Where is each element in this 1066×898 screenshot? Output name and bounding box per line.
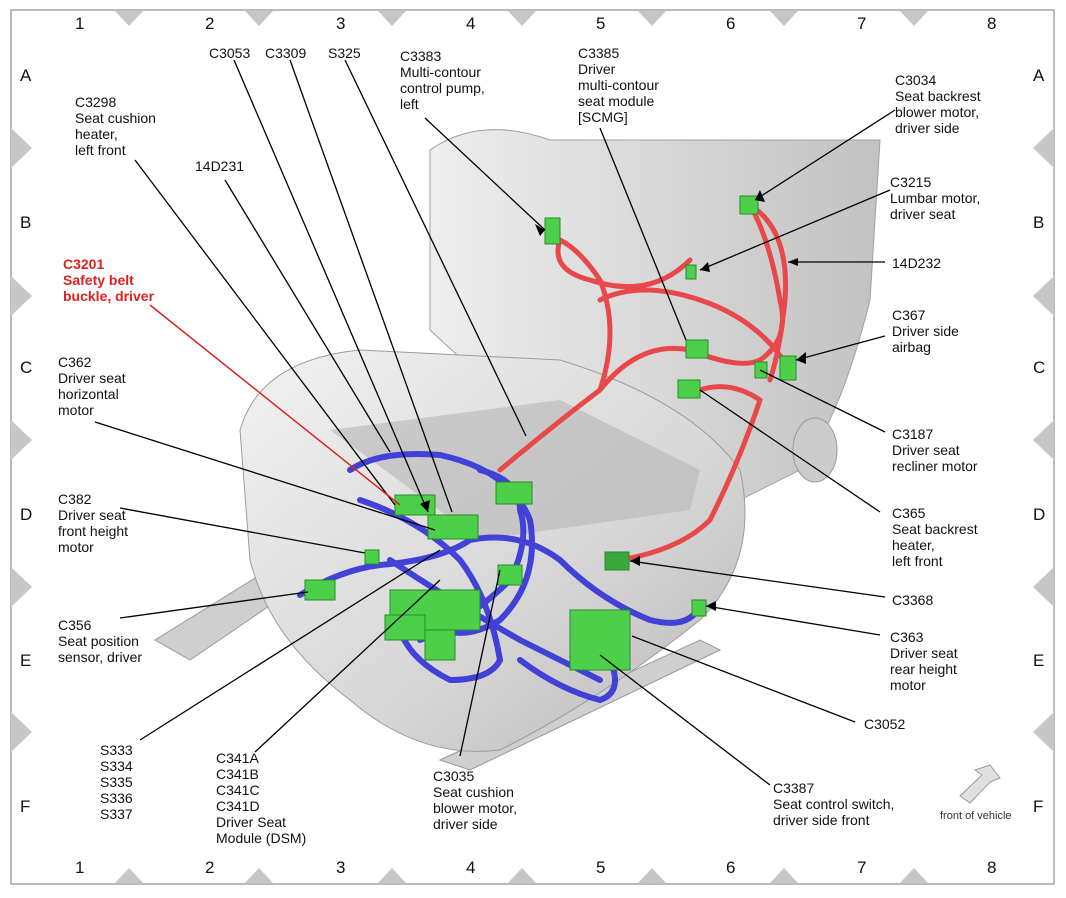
col-label-6-bottom: 6 <box>726 858 736 877</box>
col-label-4-bottom: 4 <box>466 858 476 877</box>
arrow-heads <box>420 190 806 611</box>
label-c341-dsm: C341A C341B C341C C341D Driver Seat Modu… <box>216 750 307 846</box>
label-c3298: C3298 Seat cushion heater, left front <box>75 94 156 158</box>
label-c3187: C3187 Driver seat recliner motor <box>892 426 978 474</box>
col-label-5-bottom: 5 <box>596 858 606 877</box>
label-c367: C367 Driver side airbag <box>892 307 959 355</box>
label-c3309: C3309 <box>265 45 307 61</box>
red-harness <box>497 202 793 563</box>
row-label-b-left: B <box>20 213 32 232</box>
col-label-8-bottom: 8 <box>987 858 997 877</box>
callout-line-red <box>149 304 401 506</box>
label-14d232: 14D232 <box>892 255 942 271</box>
col-label-2-top: 2 <box>205 14 215 33</box>
label-c3053: C3053 <box>209 45 251 61</box>
col-label-2-bottom: 2 <box>205 858 215 877</box>
label-s333-s337: S333 S334 S335 S336 S337 <box>100 742 133 822</box>
label-c3385: C3385 Driver multi-contour seat module [… <box>578 45 659 125</box>
label-c382: C382 Driver seat front height motor <box>58 491 129 555</box>
row-label-c-right: C <box>1033 358 1046 377</box>
leader-lines <box>94 59 896 786</box>
label-c3052: C3052 <box>864 716 906 732</box>
col-label-1-bottom: 1 <box>75 858 85 877</box>
blue-harness <box>297 451 703 704</box>
label-c3034: C3034 Seat backrest blower motor, driver… <box>895 72 981 136</box>
grid-markers <box>11 11 1054 883</box>
label-c3035: C3035 Seat cushion blower motor, driver … <box>433 768 518 832</box>
row-label-c-left: C <box>20 358 33 377</box>
row-label-a-left: A <box>20 66 32 85</box>
row-label-d-left: D <box>20 505 33 524</box>
front-of-vehicle-label: front of vehicle <box>940 810 1012 822</box>
row-label-e-left: E <box>20 651 32 670</box>
label-s325: S325 <box>328 45 361 61</box>
row-label-b-right: B <box>1033 213 1045 232</box>
col-label-1-top: 1 <box>75 14 85 33</box>
label-c3383: C3383 Multi-contour control pump, left <box>400 48 485 112</box>
label-14d231: 14D231 <box>195 158 245 174</box>
label-c356: C356 Seat position sensor, driver <box>58 617 143 665</box>
col-label-6-top: 6 <box>726 14 736 33</box>
label-c362: C362 Driver seat horizontal motor <box>58 354 126 418</box>
label-c365: C365 Seat backrest heater, left front <box>892 505 978 569</box>
label-c3215: C3215 Lumbar motor, driver seat <box>890 174 981 222</box>
front-arrow-icon <box>959 764 1001 804</box>
row-label-a-right: A <box>1033 66 1045 85</box>
col-label-3-top: 3 <box>336 14 346 33</box>
col-label-5-top: 5 <box>596 14 606 33</box>
label-c3368: C3368 <box>892 592 934 608</box>
col-label-8-top: 8 <box>987 14 997 33</box>
col-label-7-bottom: 7 <box>857 858 867 877</box>
row-label-f-left: F <box>20 797 31 816</box>
label-c3201: C3201 Safety belt buckle, driver <box>63 256 155 304</box>
row-label-f-right: F <box>1033 797 1044 816</box>
connectors <box>304 195 797 671</box>
row-label-d-right: D <box>1033 505 1046 524</box>
label-c3387: C3387 Seat control switch, driver side f… <box>773 780 895 828</box>
label-c363: C363 Driver seat rear height motor <box>890 629 958 693</box>
col-label-4-top: 4 <box>466 14 476 33</box>
col-label-3-bottom: 3 <box>336 858 346 877</box>
row-label-e-right: E <box>1033 651 1045 670</box>
col-label-7-top: 7 <box>857 14 867 33</box>
